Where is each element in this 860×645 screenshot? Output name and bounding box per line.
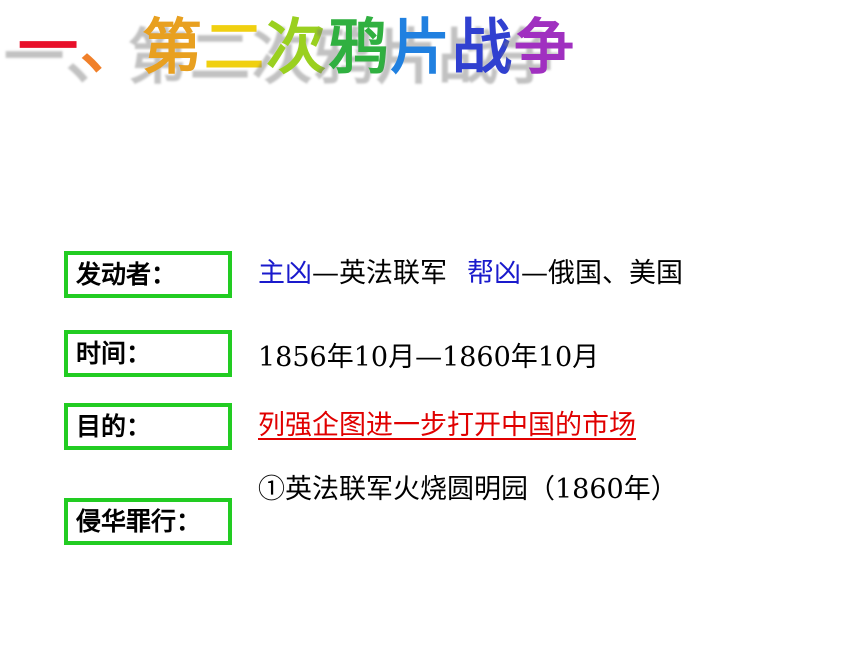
slide-title: 一、第二次鸦片战争 [18, 8, 576, 88]
purpose-content: 列强企图进一步打开中国的市场 [258, 410, 636, 441]
crimes-label-box: 侵华罪行： [64, 498, 232, 545]
title-char: 战 [452, 13, 514, 83]
initiator-content: 主凶—英法联军帮凶—俄国、美国 [258, 254, 683, 294]
crimes-content: ①英法联军火烧圆明园（1860年） [258, 474, 678, 505]
title-char: 二 [204, 13, 266, 83]
crimes-label: 侵华罪行： [76, 507, 202, 536]
title-char: 片 [390, 13, 452, 83]
time-label: 时间： [76, 339, 152, 368]
purpose-label-box: 目的： [64, 403, 232, 450]
title-char: 争 [514, 13, 576, 83]
initiator-label: 发动者： [76, 260, 177, 289]
time-label-box: 时间： [64, 330, 232, 377]
accomplice-value: —俄国、美国 [521, 258, 683, 289]
time-content: 1856年10月—1860年10月 [258, 342, 600, 373]
main-culprit-value: —英法联军 [312, 258, 447, 289]
purpose-label: 目的： [76, 412, 152, 441]
title-char: 一 [18, 13, 80, 83]
title-char: 次 [266, 13, 328, 83]
title-char: 鸦 [328, 13, 390, 83]
main-culprit-label: 主凶 [258, 258, 312, 289]
initiator-label-box: 发动者： [64, 251, 232, 298]
title-char: 第 [142, 13, 204, 83]
accomplice-label: 帮凶 [467, 258, 521, 289]
title-char: 、 [80, 13, 142, 83]
